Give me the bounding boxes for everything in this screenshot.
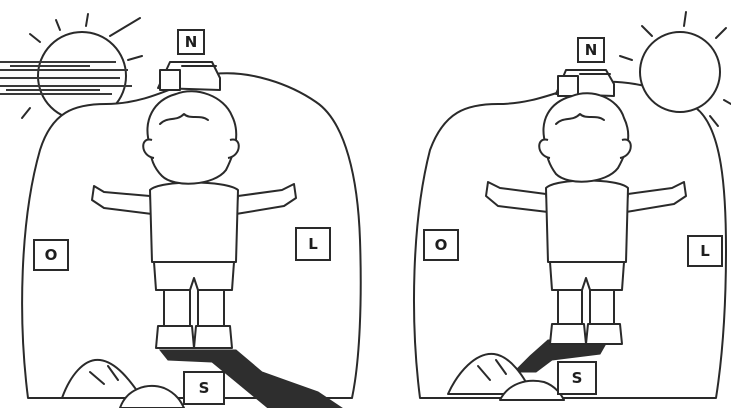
right-label-north: N — [578, 38, 604, 62]
left-label-north: N — [178, 30, 204, 54]
right-label-north-text: N — [585, 41, 598, 59]
left-label-south-text: S — [199, 379, 210, 397]
left-label-east-text: L — [308, 235, 318, 253]
left-label-west: O — [34, 240, 68, 270]
right-label-west-text: O — [435, 236, 448, 254]
right-label-south-text: S — [572, 369, 583, 387]
left-scene: N O L S — [0, 14, 361, 408]
left-label-west-text: O — [45, 246, 58, 264]
left-label-south: S — [184, 372, 224, 404]
right-house — [556, 70, 614, 96]
right-label-east-text: L — [700, 242, 710, 260]
right-label-west: O — [424, 230, 458, 260]
right-label-east: L — [688, 236, 722, 266]
left-label-east: L — [296, 228, 330, 260]
right-sun-disc — [640, 32, 720, 112]
left-house — [158, 62, 220, 90]
right-label-south: S — [558, 362, 596, 394]
left-label-north-text: N — [185, 33, 198, 51]
right-scene: N O L S — [414, 12, 731, 400]
